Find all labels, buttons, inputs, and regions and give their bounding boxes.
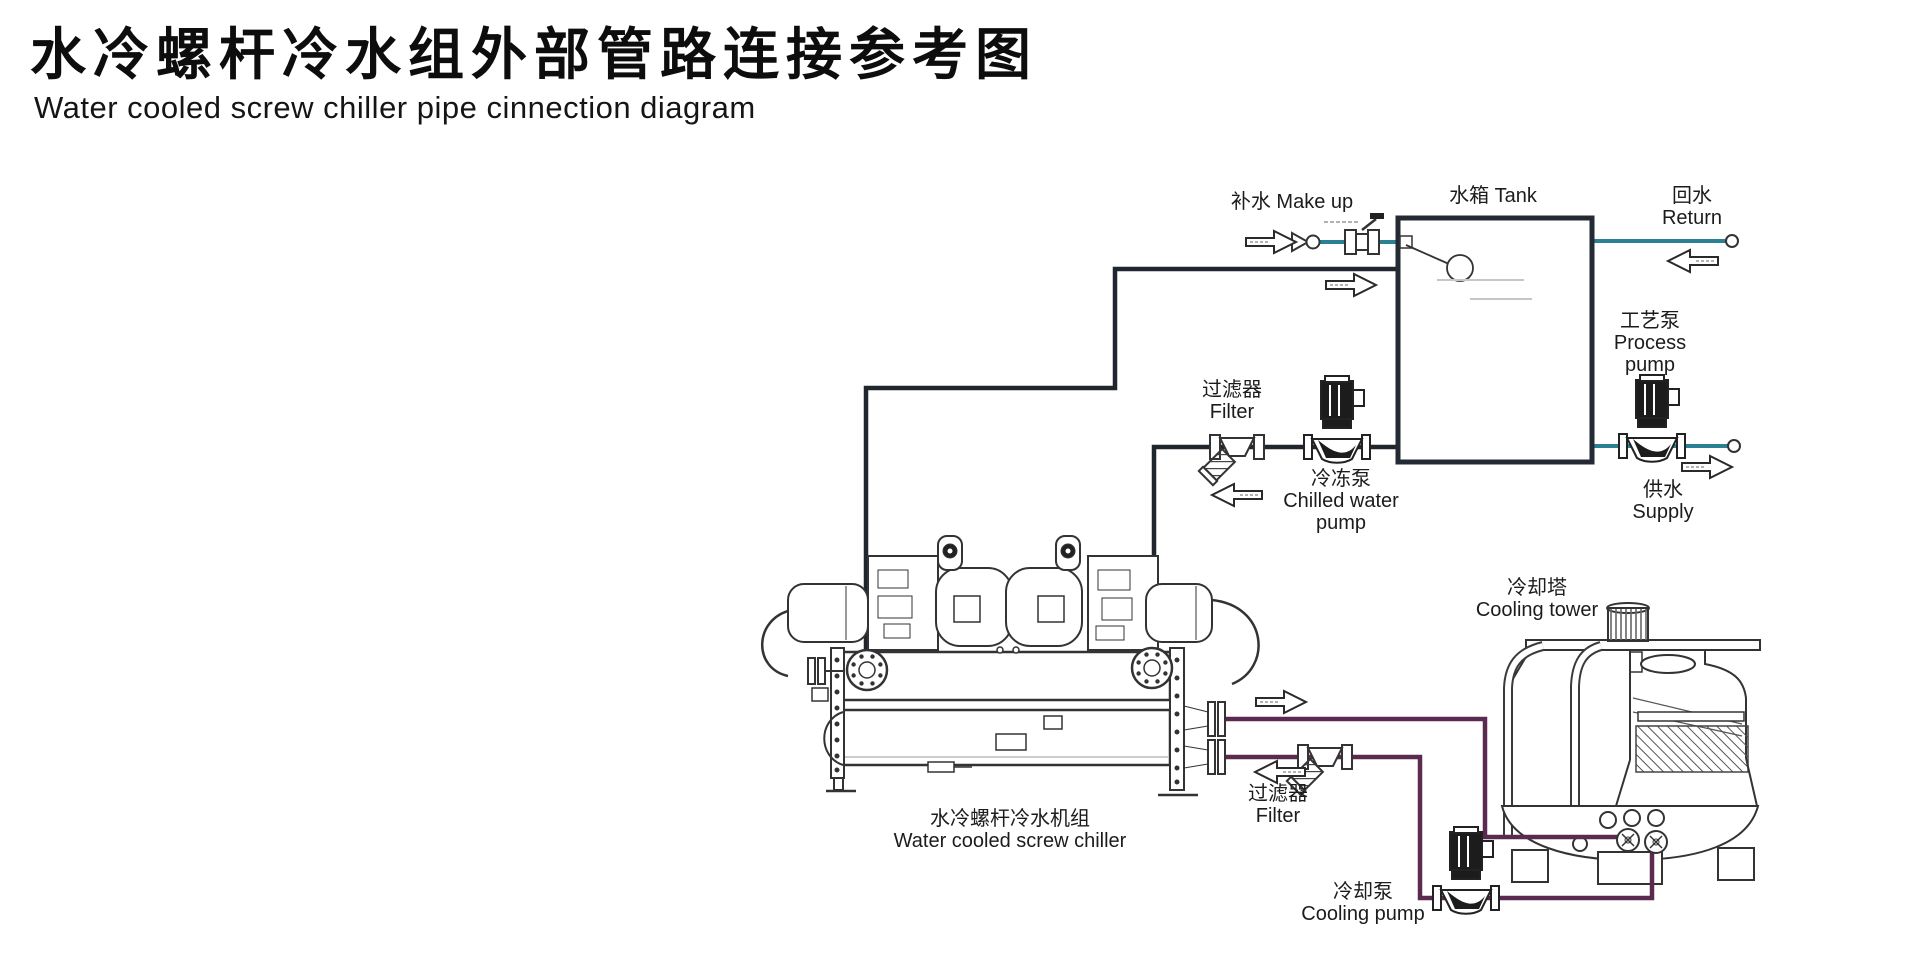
label-return-line1: 回水 bbox=[1672, 185, 1712, 207]
basin-outlet-flange-icon bbox=[1644, 830, 1668, 854]
make-up-valve-icon bbox=[1344, 213, 1384, 255]
label-process-pump-line2: Process bbox=[1613, 332, 1687, 354]
label-chilled-pump: 冷冻泵 Chilled water pump bbox=[1276, 468, 1406, 534]
return-pipe-end bbox=[1725, 234, 1739, 248]
label-supply-line2: Supply bbox=[1632, 501, 1694, 523]
label-tank-line1: 水箱 Tank bbox=[1449, 185, 1537, 207]
basin-inlet-flange-icon bbox=[1616, 828, 1640, 852]
flow-arrow-right-return-to-tank-icon bbox=[1325, 273, 1377, 297]
label-filter-chilled: 过滤器 Filter bbox=[1186, 379, 1278, 423]
flow-arrow-left-chilled-icon bbox=[1211, 483, 1263, 507]
label-chilled-pump-line3: pump bbox=[1315, 512, 1367, 534]
label-process-pump-line1: 工艺泵 bbox=[1620, 310, 1680, 332]
process-pump-icon bbox=[1618, 374, 1686, 463]
evaporator-right-flange-icon bbox=[1130, 646, 1174, 690]
make-up-fittings bbox=[1291, 213, 1384, 255]
label-tank: 水箱 Tank bbox=[1428, 185, 1558, 207]
chilled-water-pump-icon bbox=[1303, 375, 1371, 464]
page-title: 水冷螺杆冷水组外部管路连接参考图 bbox=[30, 23, 1038, 86]
evaporator-left-flange-icon bbox=[845, 648, 889, 692]
cooling-loop-pipe bbox=[1226, 716, 1655, 901]
label-chilled-pump-line1: 冷冻泵 bbox=[1311, 468, 1371, 490]
label-return: 回水 Return bbox=[1642, 185, 1742, 229]
label-process-pump-line3: pump bbox=[1624, 354, 1676, 376]
chiller-unit-shape bbox=[761, 535, 1260, 797]
label-supply-line1: 供水 bbox=[1643, 479, 1683, 501]
label-filter-cooling-line2: Filter bbox=[1255, 805, 1301, 827]
chilled-filter-icon bbox=[1197, 434, 1265, 487]
label-supply: 供水 Supply bbox=[1608, 479, 1718, 523]
cooling-tower-shape bbox=[1500, 602, 1761, 885]
page-subtitle: Water cooled screw chiller pipe cinnecti… bbox=[34, 90, 756, 125]
flow-arrow-left-return-icon bbox=[1667, 249, 1719, 273]
label-chiller-unit: 水冷螺杆冷水机组 Water cooled screw chiller bbox=[860, 808, 1160, 852]
label-chiller-unit-line1: 水冷螺杆冷水机组 bbox=[930, 808, 1090, 830]
label-make-up-line1: 补水 Make up bbox=[1230, 191, 1354, 213]
flow-arrow-right-condenser-out-icon bbox=[1255, 690, 1307, 714]
flow-arrow-right-makeup-icon bbox=[1245, 230, 1297, 254]
label-cooling-tower-line1: 冷却塔 bbox=[1507, 577, 1567, 599]
water-tank-shape bbox=[1395, 215, 1595, 465]
label-cooling-pump-line1: 冷却泵 bbox=[1333, 881, 1393, 903]
label-return-line2: Return bbox=[1661, 207, 1723, 229]
label-make-up: 补水 Make up bbox=[1222, 191, 1362, 213]
label-chiller-unit-line2: Water cooled screw chiller bbox=[893, 830, 1127, 852]
float-ball-icon bbox=[1446, 254, 1474, 282]
label-filter-cooling-line1: 过滤器 bbox=[1248, 783, 1308, 805]
label-filter-chilled-line2: Filter bbox=[1209, 401, 1255, 423]
flow-arrow-right-supply-icon bbox=[1681, 455, 1733, 479]
supply-pipe-end bbox=[1727, 439, 1741, 453]
label-filter-cooling: 过滤器 Filter bbox=[1232, 783, 1324, 827]
label-chilled-pump-line2: Chilled water bbox=[1283, 490, 1399, 512]
label-cooling-pump-line2: Cooling pump bbox=[1301, 903, 1425, 925]
label-cooling-pump: 冷却泵 Cooling pump bbox=[1298, 881, 1428, 925]
label-cooling-tower-line2: Cooling tower bbox=[1475, 599, 1599, 621]
label-filter-chilled-line1: 过滤器 bbox=[1202, 379, 1262, 401]
sprinkler-icon bbox=[1640, 654, 1696, 674]
label-process-pump: 工艺泵 Process pump bbox=[1596, 310, 1704, 376]
cooling-pump-icon bbox=[1432, 826, 1500, 915]
label-cooling-tower: 冷却塔 Cooling tower bbox=[1462, 577, 1612, 621]
